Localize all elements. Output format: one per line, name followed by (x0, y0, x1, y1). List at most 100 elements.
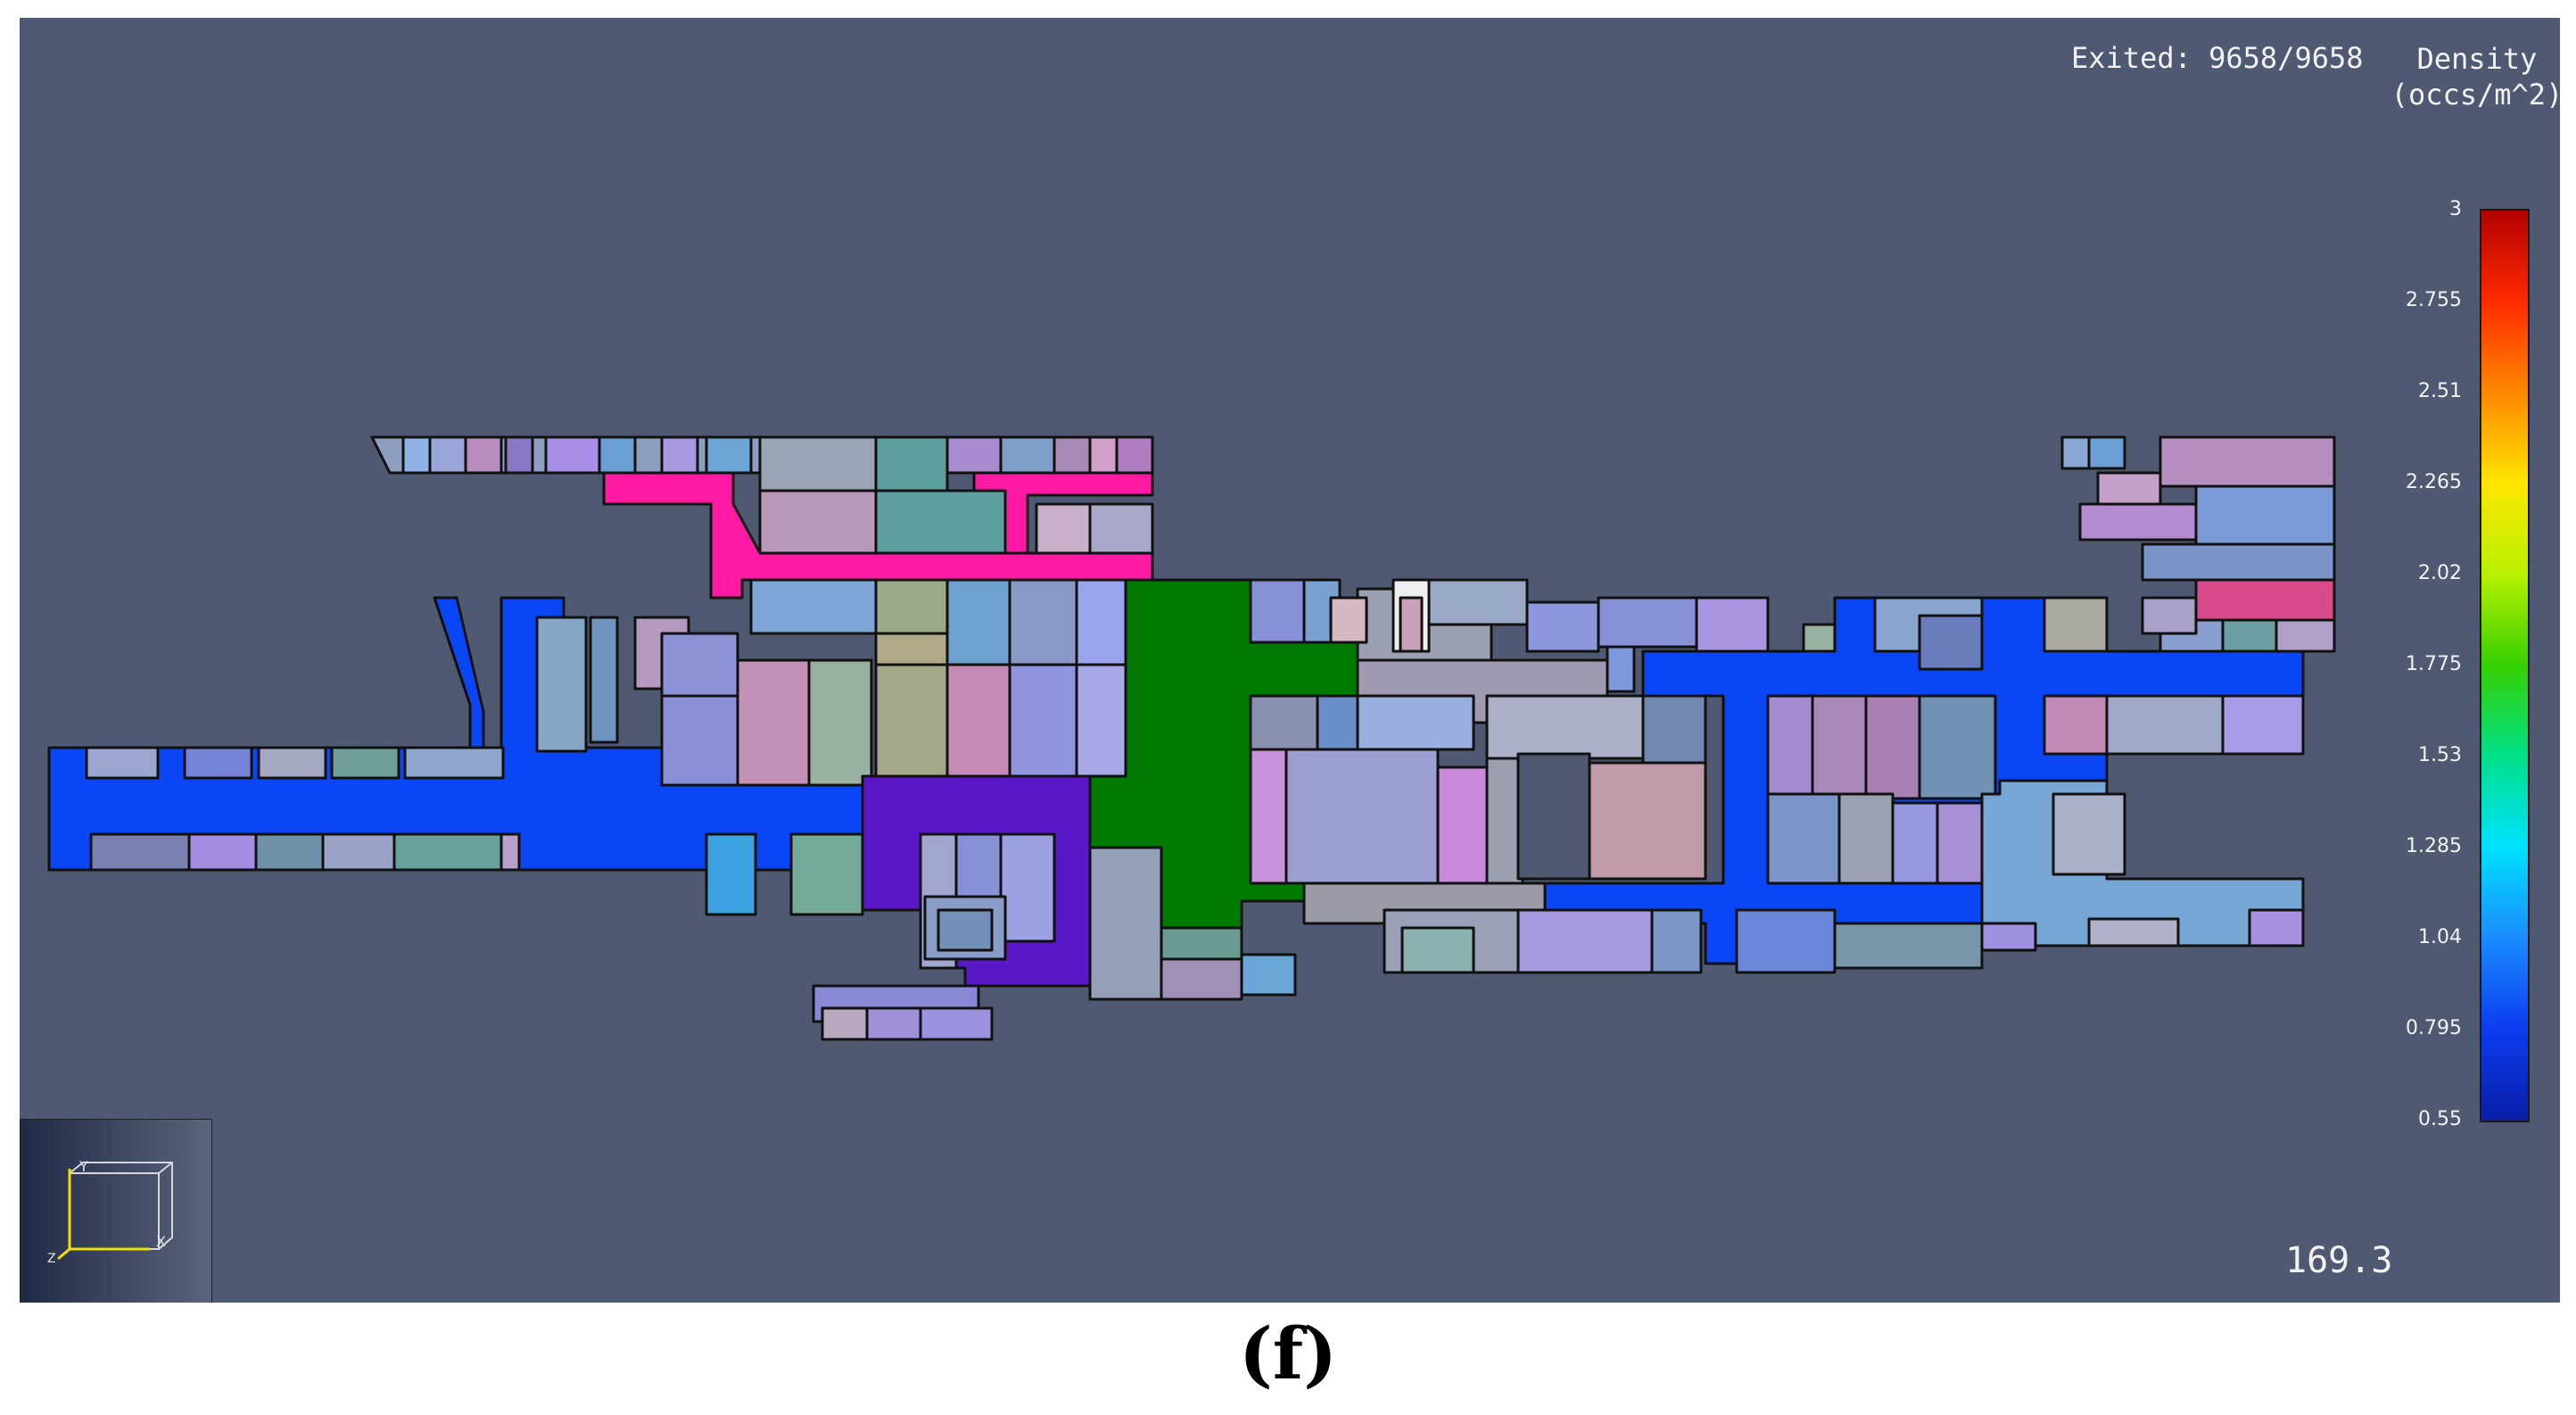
room (954, 832, 1003, 898)
simulation-viewport[interactable]: Y X Z Exited: 9658/9658 Density (occs/m^… (20, 18, 2560, 1303)
room (1035, 502, 1092, 555)
room (544, 435, 601, 475)
room (1516, 908, 1654, 974)
room (2159, 435, 2336, 488)
room (1891, 801, 1939, 885)
simulation-time: 169.3 (2285, 1240, 2393, 1281)
room (874, 663, 949, 778)
room (1088, 435, 1119, 475)
room (821, 1006, 869, 1041)
room (1516, 752, 1591, 881)
room (2275, 618, 2336, 653)
colorbar-tick-label: 2.755 (2406, 289, 2462, 311)
room (1356, 694, 1475, 751)
room (2248, 908, 2305, 947)
room (2221, 618, 2278, 653)
room (660, 694, 739, 787)
room (500, 832, 521, 872)
exited-counter: Exited: 9658/9658 (2071, 41, 2364, 75)
room (1918, 694, 1997, 800)
room (758, 435, 878, 492)
room (254, 832, 325, 872)
room (464, 435, 503, 475)
room (1525, 600, 1600, 653)
room (504, 435, 534, 475)
colorbar-tick-label: 0.795 (2406, 1017, 2462, 1039)
room (1735, 908, 1837, 974)
room (2087, 917, 2180, 947)
colorbar-tick-label: 2.51 (2418, 380, 2462, 402)
room (874, 578, 949, 635)
room (89, 832, 191, 872)
room (428, 435, 467, 475)
room (1075, 663, 1127, 778)
room (1802, 623, 1837, 653)
room (2141, 596, 2198, 635)
room (789, 832, 864, 916)
room (1427, 578, 1529, 626)
room (1160, 926, 1243, 961)
room (1115, 435, 1154, 475)
room (919, 1006, 994, 1041)
room (1088, 502, 1154, 555)
room (1075, 578, 1127, 666)
room (1641, 694, 1707, 765)
room (2194, 484, 2336, 550)
room (187, 832, 258, 872)
room (945, 578, 1011, 666)
room (705, 832, 757, 916)
room (2141, 542, 2336, 582)
room (321, 832, 396, 872)
room (660, 435, 699, 475)
orientation-axes-panel[interactable]: Y X Z (20, 1119, 212, 1303)
room (1160, 957, 1243, 1001)
room (749, 578, 878, 635)
colorbar-tick-label: 2.265 (2406, 471, 2462, 493)
legend-title: Density (occs/m^2) (2388, 41, 2560, 112)
room (2087, 435, 2126, 470)
floor-plan (47, 435, 2336, 1263)
colorbar-tick-label: 3 (2449, 198, 2462, 220)
room (183, 746, 253, 780)
room (2043, 694, 2109, 756)
legend-title-line1: Density (2416, 42, 2538, 76)
room (1400, 926, 1475, 974)
room (1936, 801, 1984, 885)
figure-caption: (f) (1238, 1312, 1338, 1395)
room (874, 435, 949, 492)
room (2078, 502, 2198, 542)
room (330, 746, 400, 780)
room (999, 435, 1056, 475)
room (945, 435, 1003, 475)
room (85, 746, 160, 780)
legend-title-line2: (occs/m^2) (2390, 78, 2560, 112)
room (2060, 435, 2091, 470)
room (2052, 792, 2126, 876)
room (1837, 792, 1895, 885)
room (1606, 645, 1636, 693)
room (874, 489, 1007, 555)
axis-z-label: Z (47, 1252, 56, 1266)
room (1240, 953, 1297, 997)
room (1249, 694, 1319, 751)
room (1864, 694, 1921, 800)
room (1008, 578, 1078, 666)
room (945, 663, 1011, 778)
colorbar-tick-label: 1.775 (2406, 653, 2462, 675)
room (2194, 578, 2336, 622)
room (1249, 578, 1306, 644)
room (660, 632, 739, 698)
room (401, 435, 432, 475)
room (1008, 663, 1078, 778)
colorbar-tick-label: 1.04 (2418, 926, 2462, 948)
axis-y-label: Y (78, 1158, 88, 1175)
density-colorbar (2480, 209, 2530, 1122)
room (598, 435, 637, 475)
room (1088, 846, 1163, 1001)
room (1588, 761, 1707, 881)
room (758, 489, 878, 555)
room (392, 832, 503, 872)
room (403, 746, 505, 780)
room (1053, 435, 1092, 475)
axis-x-label: X (156, 1233, 166, 1250)
